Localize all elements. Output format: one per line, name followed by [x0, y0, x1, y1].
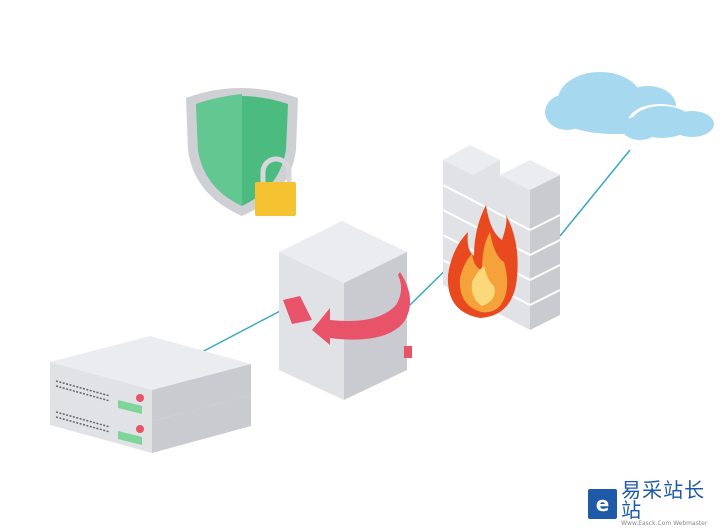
- sync-arrow-icon: [283, 272, 412, 358]
- fire-icon: [447, 205, 518, 318]
- watermark-logo: e: [588, 488, 618, 519]
- watermark-subtitle: Www.Easck.Com Webmaster: [621, 519, 708, 527]
- cloud-icon: [545, 72, 714, 140]
- rack-servers: [50, 336, 251, 453]
- watermark: e 易采站长站 Www.Easck.Com Webmaster: [588, 480, 723, 527]
- watermark-title: 易采站长站: [621, 477, 706, 522]
- shield-lock-icon: [186, 88, 298, 216]
